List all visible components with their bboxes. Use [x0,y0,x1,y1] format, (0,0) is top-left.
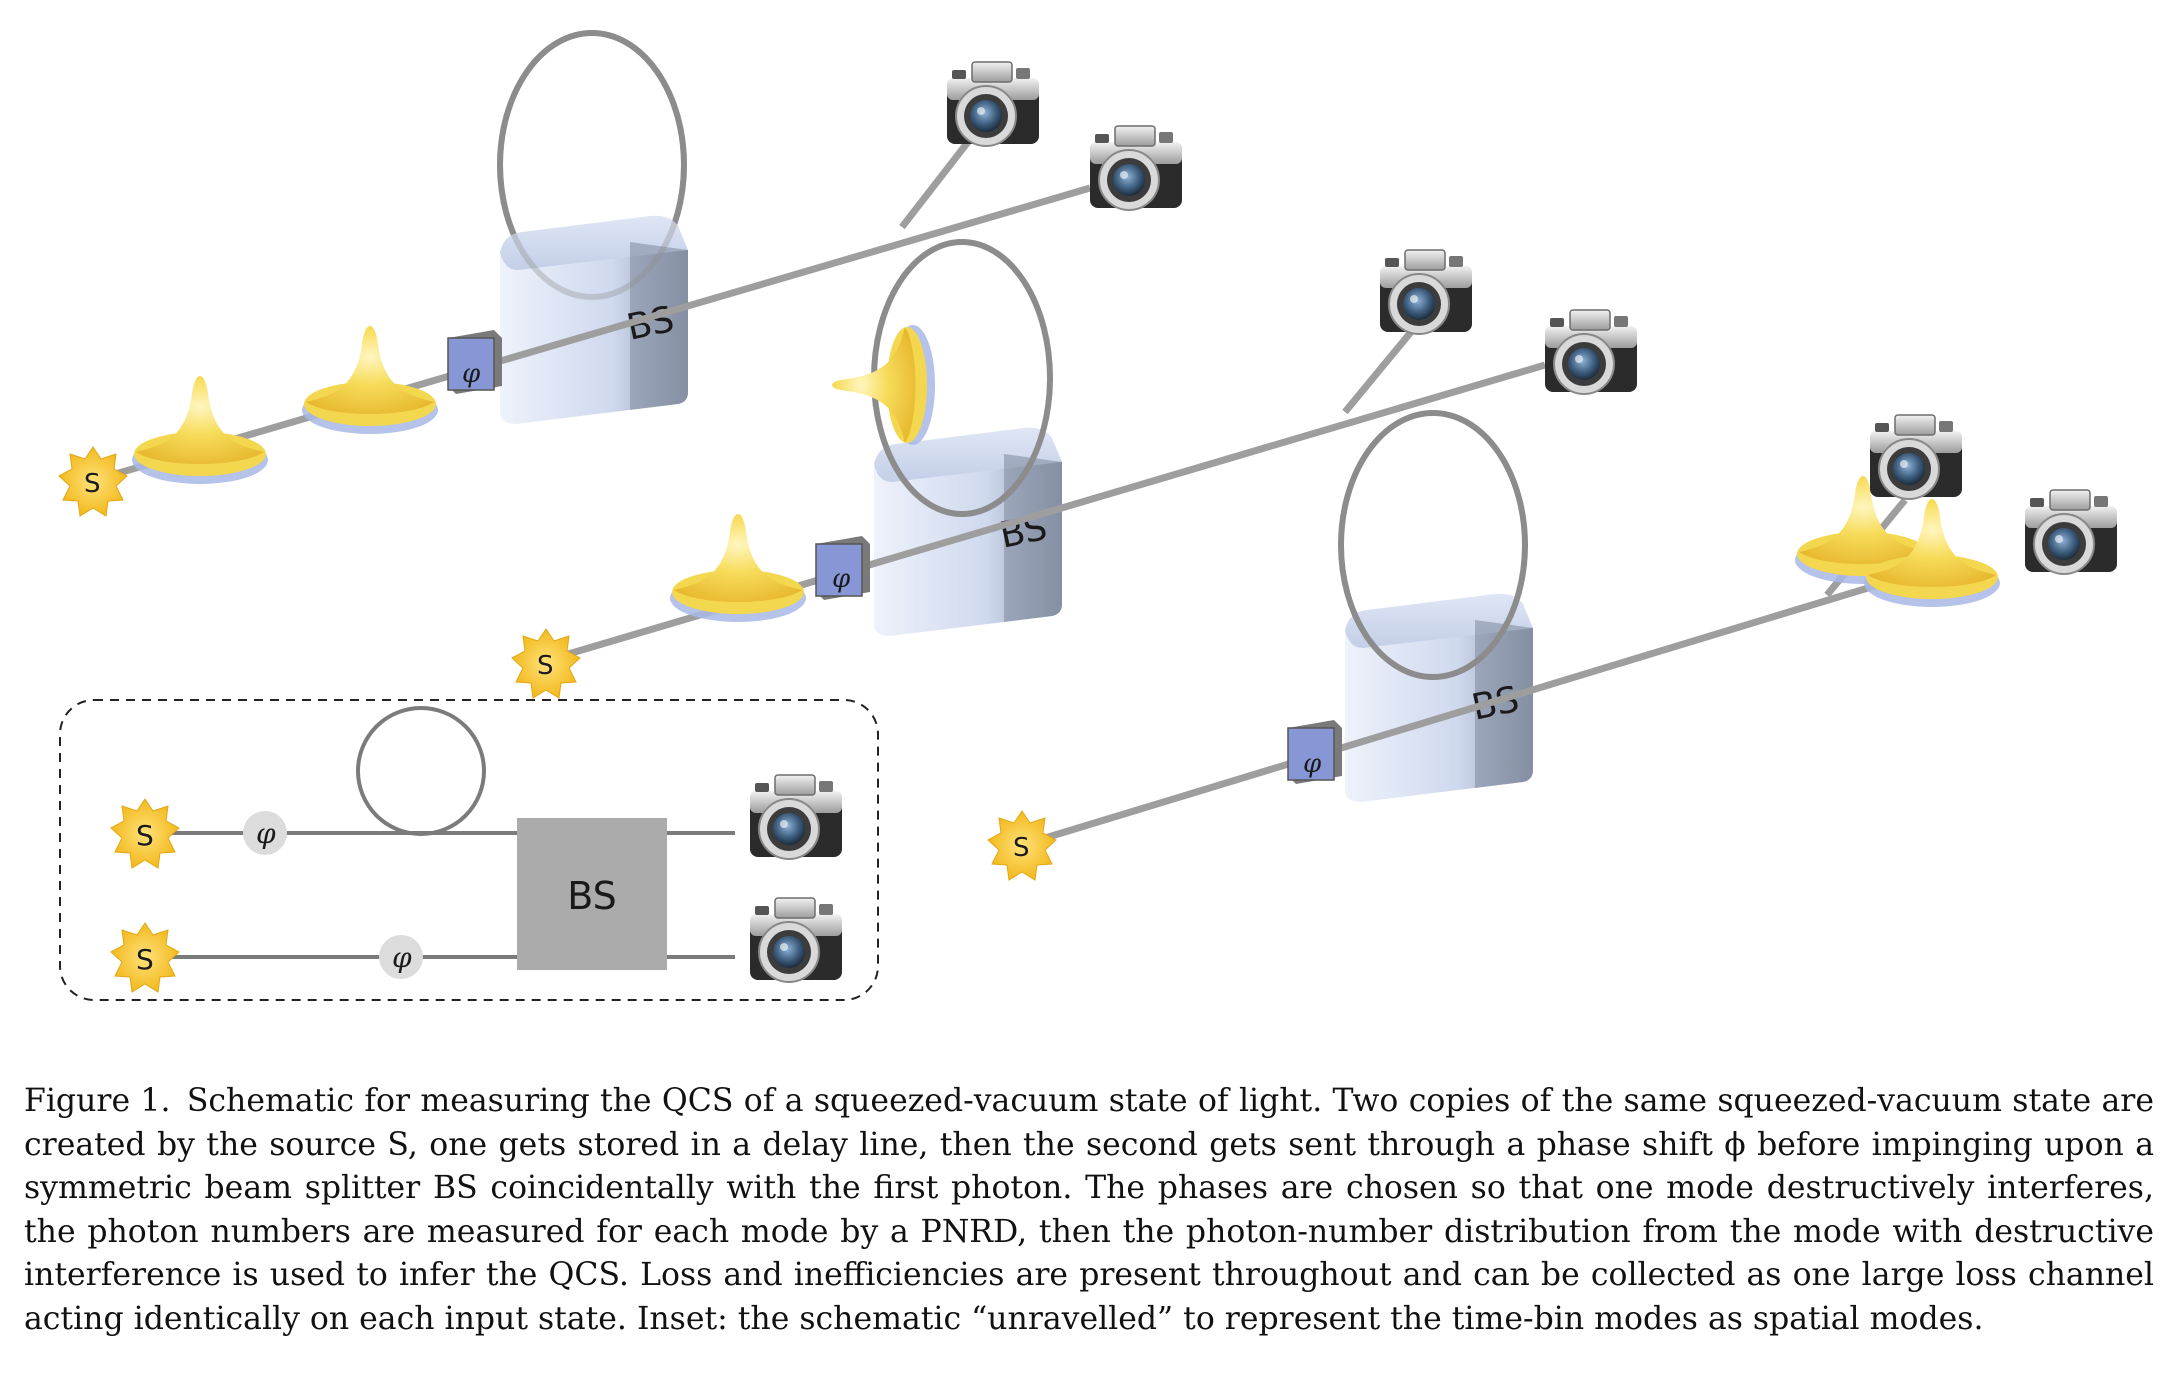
phase-label: φ [392,941,412,974]
squeezed-state-icon [670,514,806,622]
schematic-figure: BS φ S BS φ S BS [58,30,2118,1001]
camera-icon [2024,489,2118,575]
source-label: S [84,469,101,499]
phase-shifter-node [379,935,423,979]
beam-path [1020,556,1962,849]
inset-unravelled-schematic: φ S φ S BS [59,699,879,1001]
camera-icon [749,774,843,860]
source-label: S [537,651,554,681]
camera-icon [1544,309,1638,395]
phase-label: φ [1303,749,1322,779]
source-label: S [136,943,154,976]
camera-icon [1089,125,1183,211]
figure-caption: Figure 1. Schematic for measuring the QC… [24,1080,2154,1341]
source-label: S [1013,833,1030,863]
squeezed-state-icon [132,376,268,484]
squeezed-state-icon [832,325,935,445]
beam-path [94,184,1091,484]
phase-label: φ [256,817,276,850]
camera-icon [946,61,1040,147]
source-label: S [136,819,154,852]
camera-icon [1379,249,1473,335]
phase-shifter-node [243,811,287,855]
camera-icon [1869,414,1963,500]
caption-text: Schematic for measuring the QCS of a squ… [24,1083,2154,1337]
caption-label: Figure 1. [24,1083,171,1119]
phase-label: φ [832,564,851,594]
setup-middle: BS φ S [511,239,1638,699]
beam-splitter-box [517,818,667,970]
delay-loop-ring [1338,410,1528,680]
camera-icon [749,897,843,983]
setup-right: BS φ S [987,410,2118,881]
bs-label: BS [567,874,617,918]
inset-border [59,699,879,1001]
phase-label: φ [462,359,481,389]
delay-loop-ring [356,706,486,836]
squeezed-state-icon [302,326,438,434]
setup-top: BS φ S [58,30,1183,517]
